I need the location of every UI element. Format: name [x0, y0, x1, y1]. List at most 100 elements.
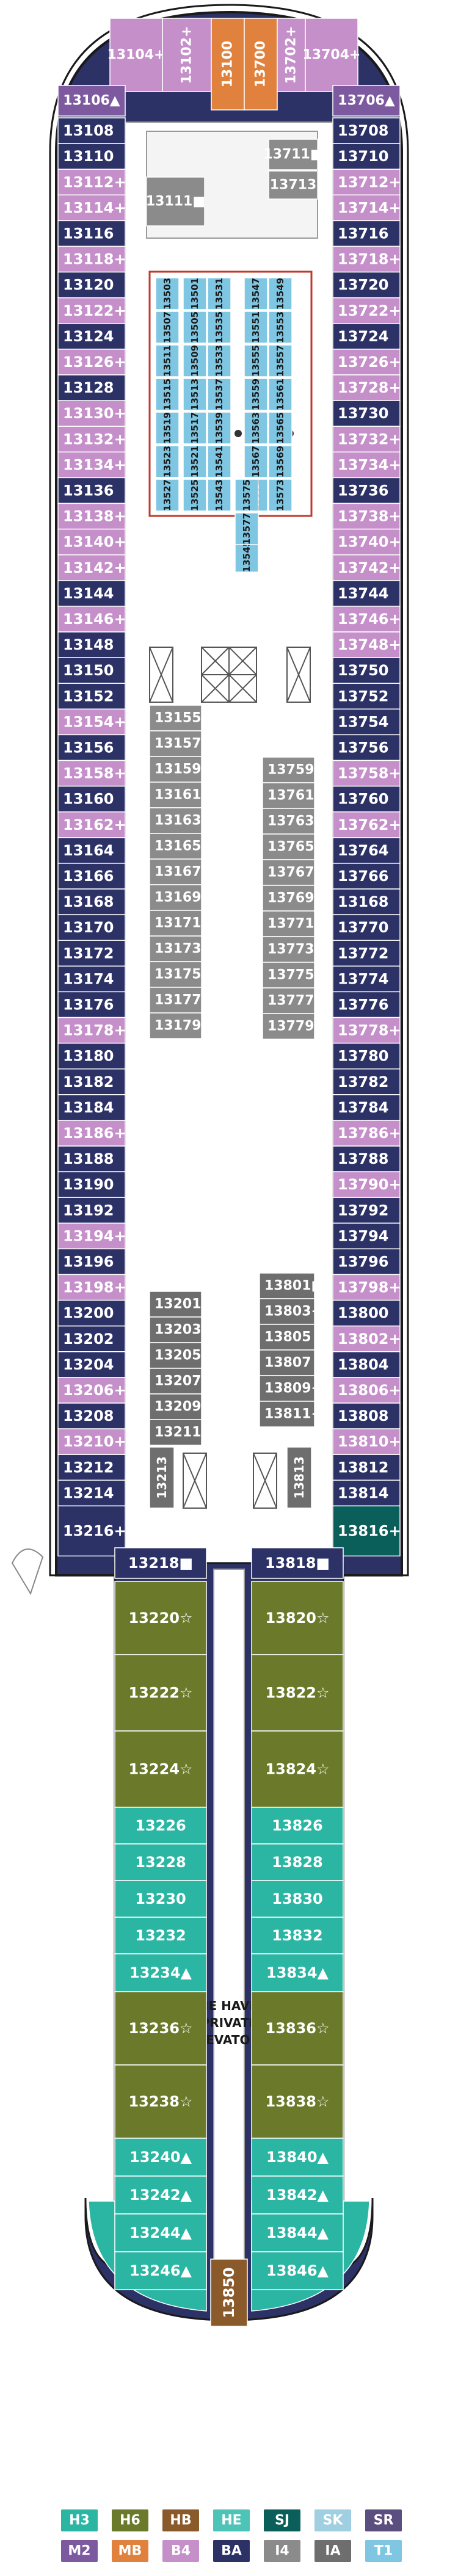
cabin-13770[interactable]: 13770 — [332, 914, 401, 941]
cabin-box[interactable] — [332, 888, 401, 915]
cabin-13168[interactable]: 13168 — [57, 888, 126, 915]
cabin-13813[interactable]: 13813 — [286, 1446, 312, 1509]
cabin-13188[interactable]: 13188 — [57, 1145, 126, 1172]
cabin-13842[interactable]: 13842▲ — [251, 2175, 344, 2215]
cabin-box[interactable] — [109, 18, 163, 92]
cabin-13824[interactable]: 13824☆ — [251, 1730, 344, 1808]
cabin-box[interactable] — [332, 760, 401, 787]
cabin-13716[interactable]: 13716 — [332, 220, 401, 247]
cabin-box[interactable] — [114, 2175, 207, 2215]
cabin-13513[interactable]: 13513 — [183, 378, 207, 411]
cabin-box[interactable] — [207, 277, 231, 310]
cabin-box[interactable] — [57, 631, 126, 658]
cabin-13515[interactable]: 13515 — [155, 378, 180, 411]
cabin-box[interactable] — [262, 833, 315, 860]
cabin-13730[interactable]: 13730 — [332, 400, 401, 427]
cabin-box[interactable] — [277, 18, 306, 92]
cabin-13190[interactable]: 13190 — [57, 1171, 126, 1198]
cabin-13769[interactable]: 13769 — [262, 885, 315, 912]
cabin-box[interactable] — [332, 271, 401, 299]
cabin-13146[interactable]: 13146+ — [57, 606, 126, 633]
cabin-box[interactable] — [155, 378, 180, 411]
cabin-13220[interactable]: 13220☆ — [114, 1581, 207, 1655]
cabin-box[interactable] — [57, 117, 126, 144]
cabin-13163[interactable]: 13163 — [149, 807, 202, 834]
cabin-box[interactable] — [57, 1402, 126, 1429]
cabin-13114[interactable]: 13114+ — [57, 194, 126, 222]
cabin-13846[interactable]: 13846▲ — [251, 2251, 344, 2290]
cabin-13209[interactable]: 13209+ — [149, 1393, 213, 1420]
cabin-13812[interactable]: 13812 — [332, 1454, 401, 1481]
cabin-13168[interactable]: 13168 — [332, 888, 401, 915]
cabin-13130[interactable]: 13130+ — [57, 400, 126, 427]
cabin-13100[interactable]: 13100 — [211, 18, 245, 111]
cabin-box[interactable] — [332, 194, 401, 222]
cabin-box[interactable] — [114, 2064, 207, 2139]
cabin-box[interactable] — [332, 965, 401, 993]
cabin-box[interactable] — [332, 169, 401, 196]
cabin-13202[interactable]: 13202 — [57, 1325, 126, 1352]
cabin-box[interactable] — [114, 2213, 207, 2252]
cabin-box[interactable] — [332, 606, 401, 633]
cabin-13559[interactable]: 13559 — [244, 378, 268, 411]
cabin-13782[interactable]: 13782 — [332, 1068, 401, 1095]
cabin-13122[interactable]: 13122+ — [57, 297, 126, 324]
cabin-13807[interactable]: 13807 — [259, 1349, 315, 1376]
cabin-box[interactable] — [332, 323, 401, 350]
cabin-box[interactable] — [155, 445, 180, 478]
cabin-box[interactable] — [149, 1012, 202, 1039]
cabin-13763[interactable]: 13763 — [262, 808, 315, 835]
cabin-box[interactable] — [251, 1843, 344, 1881]
cabin-13228[interactable]: 13228 — [114, 1843, 207, 1881]
cabin-13565[interactable]: 13565 — [268, 412, 293, 444]
cabin-13177[interactable]: 13177 — [149, 987, 202, 1014]
cabin-box[interactable] — [114, 2138, 207, 2177]
cabin-box[interactable] — [332, 1017, 401, 1044]
cabin-box[interactable] — [207, 311, 231, 344]
cabin-box[interactable] — [155, 412, 180, 444]
cabin-box[interactable] — [268, 139, 318, 170]
cabin-13509[interactable]: 13509 — [183, 344, 207, 377]
cabin-13784[interactable]: 13784 — [332, 1094, 401, 1121]
cabin-box[interactable] — [114, 2251, 207, 2290]
cabin-13244[interactable]: 13244▲ — [114, 2213, 207, 2252]
cabin-box[interactable] — [244, 445, 268, 478]
cabin-box[interactable] — [114, 1953, 207, 1992]
cabin-box[interactable] — [332, 1145, 401, 1172]
cabin-13834[interactable]: 13834▲ — [251, 1953, 344, 1992]
cabin-13778[interactable]: 13778+ — [332, 1017, 401, 1044]
cabin-13758[interactable]: 13758+ — [332, 760, 401, 787]
cabin-13828[interactable]: 13828 — [251, 1843, 344, 1881]
cabin-13798[interactable]: 13798+ — [332, 1274, 401, 1301]
cabin-13742[interactable]: 13742+ — [332, 554, 401, 581]
cabin-13836[interactable]: 13836☆ — [251, 1991, 344, 2066]
cabin-box[interactable] — [262, 987, 315, 1014]
cabin-box[interactable] — [149, 705, 202, 731]
cabin-box[interactable] — [57, 580, 126, 607]
cabin-box[interactable] — [149, 858, 202, 885]
cabin-13136[interactable]: 13136 — [57, 477, 126, 504]
cabin-13154[interactable]: 13154+ — [57, 708, 126, 736]
cabin-13104[interactable]: 13104+ — [107, 18, 165, 92]
cabin-box[interactable] — [146, 176, 205, 227]
cabin-13511[interactable]: 13511 — [155, 344, 180, 377]
cabin-box[interactable] — [57, 837, 126, 864]
cabin-box[interactable] — [149, 1446, 175, 1509]
cabin-13734[interactable]: 13734+ — [332, 451, 401, 479]
cabin-13118[interactable]: 13118+ — [57, 245, 126, 273]
cabin-box[interactable] — [234, 479, 259, 512]
cabin-13507[interactable]: 13507 — [155, 311, 180, 344]
cabin-13138[interactable]: 13138+ — [57, 503, 126, 530]
cabin-box[interactable] — [268, 479, 293, 512]
cabin-box[interactable] — [259, 1375, 315, 1402]
cabin-box[interactable] — [183, 378, 207, 411]
cabin-13116[interactable]: 13116 — [57, 220, 126, 247]
cabin-box[interactable] — [114, 1730, 207, 1808]
cabin-box[interactable] — [251, 1547, 344, 1579]
cabin-box[interactable] — [332, 734, 401, 761]
cabin-13156[interactable]: 13156 — [57, 734, 126, 761]
cabin-box[interactable] — [149, 782, 202, 808]
cabin-13537[interactable]: 13537 — [207, 378, 231, 411]
cabin-box[interactable] — [259, 1324, 315, 1351]
cabin-13756[interactable]: 13756 — [332, 734, 401, 761]
